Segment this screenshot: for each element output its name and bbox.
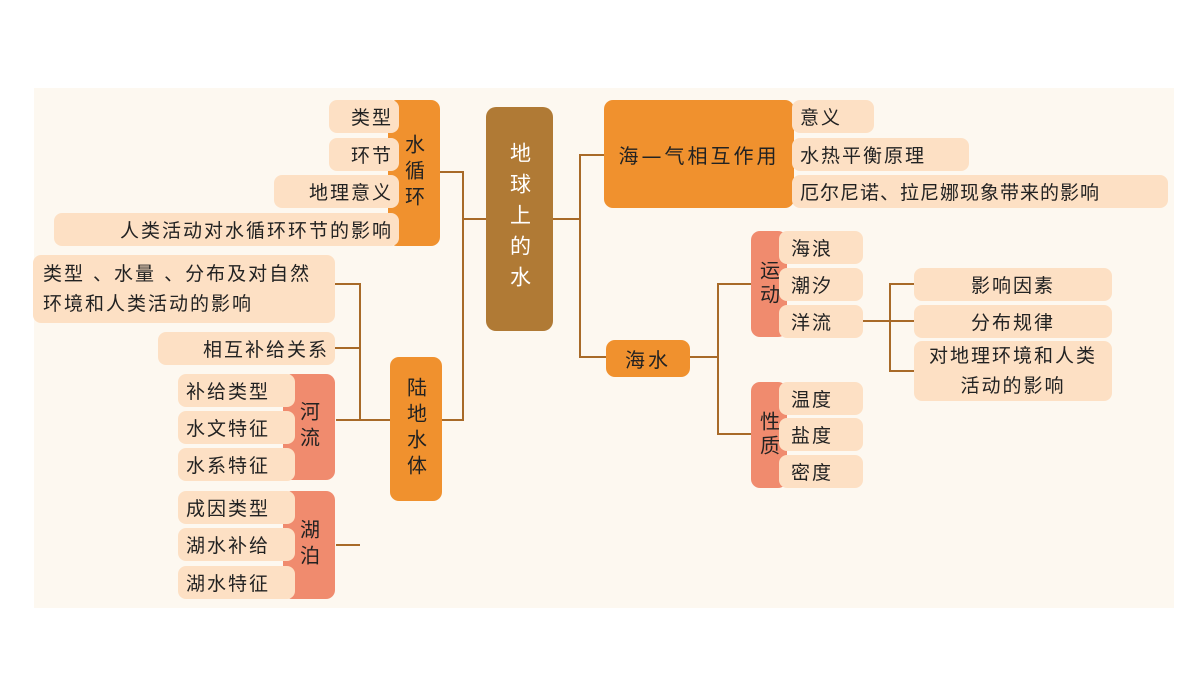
current-item-impact: 对地理环境和人类活动的影响	[914, 341, 1112, 401]
connector-root-left	[440, 171, 486, 421]
river-item-system: 水系特征	[178, 448, 295, 481]
sea-air-node: 海—气相互作用	[604, 100, 794, 208]
sea-air-item-el-nino: 厄尔尼诺、拉尼娜现象带来的影响	[792, 175, 1168, 208]
connector-current	[862, 283, 914, 372]
sea-air-item-significance: 意义	[792, 100, 874, 133]
motion-item-tides: 潮汐	[779, 268, 863, 301]
root-node: 地球上的水	[486, 107, 553, 331]
property-item-temperature: 温度	[779, 382, 863, 415]
connector-land-water	[335, 283, 390, 546]
motion-item-currents: 洋流	[779, 305, 863, 338]
river-item-hydrology: 水文特征	[178, 411, 295, 444]
current-item-distribution: 分布规律	[914, 305, 1112, 338]
property-item-density: 密度	[779, 455, 863, 488]
connector-seawater	[690, 283, 751, 435]
river-item-recharge-type: 补给类型	[178, 374, 295, 407]
seawater-node: 海水	[606, 340, 690, 377]
lake-item-origin-type: 成因类型	[178, 491, 295, 524]
current-item-factors: 影响因素	[914, 268, 1112, 301]
water-cycle-item-type: 类型	[329, 100, 399, 133]
land-water-item-mutual-recharge: 相互补给关系	[158, 332, 335, 365]
land-water-item-types: 类型 、水量 、分布及对自然环境和人类活动的影响	[33, 255, 335, 323]
water-cycle-item-significance: 地理意义	[274, 175, 399, 208]
lake-item-recharge: 湖水补给	[178, 528, 295, 561]
water-cycle-item-human-impact: 人类活动对水循环环节的影响	[54, 213, 399, 246]
water-cycle-item-links: 环节	[329, 138, 399, 171]
property-item-salinity: 盐度	[779, 418, 863, 451]
motion-item-waves: 海浪	[779, 231, 863, 264]
lake-item-features: 湖水特征	[178, 566, 295, 599]
land-water-node: 陆地水体	[390, 357, 442, 501]
sea-air-item-balance: 水热平衡原理	[792, 138, 969, 171]
connector-root-right	[553, 154, 606, 358]
